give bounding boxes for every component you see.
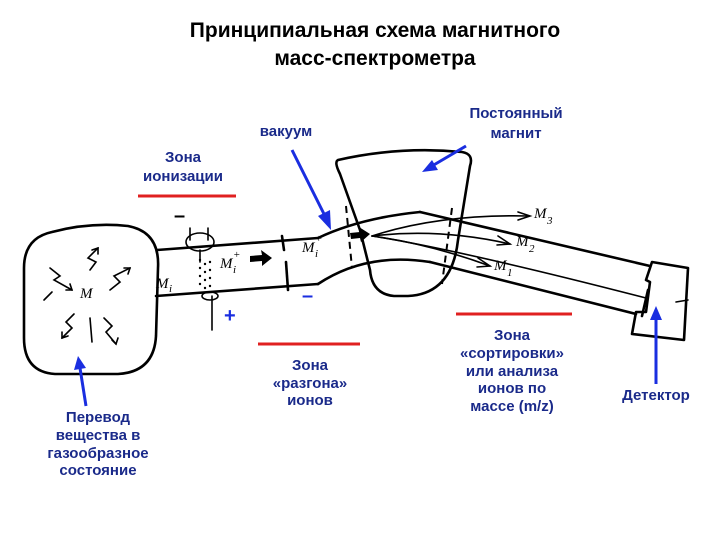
ion-chamber-label: M	[155, 276, 170, 292]
vacuum-label: вакуум	[260, 123, 312, 140]
tube-curve-top	[316, 210, 422, 240]
tube-top-wall	[155, 236, 320, 252]
trajectory-m2	[371, 232, 511, 245]
detector-box	[630, 260, 690, 342]
acceleration-label-1: Зона	[292, 357, 329, 374]
ion-grid-subscript: i	[233, 264, 236, 276]
gasification-label-2: вещества в	[56, 427, 141, 444]
tube-outer-bottom	[428, 260, 638, 316]
ionization-electrode	[185, 227, 219, 331]
gasification-arrow	[74, 356, 88, 407]
gasification-label-4: состояние	[59, 462, 136, 479]
electron-beam	[198, 258, 212, 290]
excitation-arrows	[43, 246, 132, 346]
trajectory-m3-arrowhead	[517, 211, 533, 221]
trajectory-m3	[371, 215, 529, 237]
title-line-1: Принципиальная схема магнитного	[190, 19, 560, 42]
acceleration-label-3: ионов	[287, 392, 333, 409]
sorting-label-3: или анализа	[466, 363, 559, 380]
detector-lead	[675, 299, 689, 303]
tube-bottom-wall	[154, 282, 320, 298]
ion-accel-label: M	[301, 240, 316, 256]
vacuum-arrow	[290, 149, 331, 230]
accelerating-electrode-top	[280, 234, 286, 252]
m2-label: M	[515, 234, 530, 250]
m1-subscript: 1	[507, 267, 513, 279]
m3-label: M	[533, 206, 548, 222]
plus-sign: +	[224, 305, 236, 327]
sorting-label-1: Зона	[494, 327, 531, 344]
permanent-magnet	[335, 148, 473, 298]
gasification-label-1: Перевод	[66, 409, 131, 426]
m3-subscript: 3	[546, 215, 553, 227]
detector-slit	[640, 288, 650, 318]
magnet-arrow	[422, 144, 467, 172]
ion-flow-arrow-2	[350, 227, 370, 242]
trajectory-m1-arrowhead	[476, 257, 493, 268]
title-line-2: масс-спектрометра	[274, 47, 476, 70]
sorting-label-4: ионов по	[478, 380, 546, 397]
ion-flow-arrow-1	[250, 250, 272, 266]
acceleration-label-2: «разгона»	[273, 375, 347, 392]
minus-sign-ionization: –	[174, 205, 185, 227]
magnet-exit-dash	[441, 207, 453, 285]
magnet-label-2: магнит	[490, 125, 541, 142]
accelerating-electrode-bottom	[284, 260, 290, 292]
sorting-label-2: «сортировки»	[460, 345, 564, 362]
sorting-label-5: массе (m/z)	[470, 398, 553, 415]
magnet-label-1: Постоянный	[469, 105, 562, 122]
m1-label: M	[493, 258, 508, 274]
ion-grid-superscript: +	[233, 249, 240, 261]
ion-accel-subscript: i	[315, 248, 318, 260]
molecule-label: M	[79, 286, 94, 302]
detector-arrow	[650, 306, 662, 384]
ion-accel-superscript: +	[315, 233, 322, 245]
ionization-label-2: ионизации	[143, 168, 223, 185]
magnet-entry-dash	[345, 205, 353, 269]
trajectory-m2-arrowhead	[496, 235, 513, 246]
gasification-label-3: газообразное	[47, 445, 148, 462]
ionization-label-1: Зона	[165, 149, 202, 166]
ion-grid-label: M	[219, 256, 234, 272]
m2-subscript: 2	[529, 243, 535, 255]
tube-outer-top	[418, 210, 652, 268]
detector-label: Детектор	[622, 387, 690, 404]
minus-sign-acceleration: –	[302, 285, 313, 307]
trajectory-main	[371, 235, 647, 299]
tube-curve-bottom	[316, 258, 432, 286]
ion-chamber-subscript: i	[169, 283, 172, 295]
gas-chamber	[22, 223, 160, 376]
